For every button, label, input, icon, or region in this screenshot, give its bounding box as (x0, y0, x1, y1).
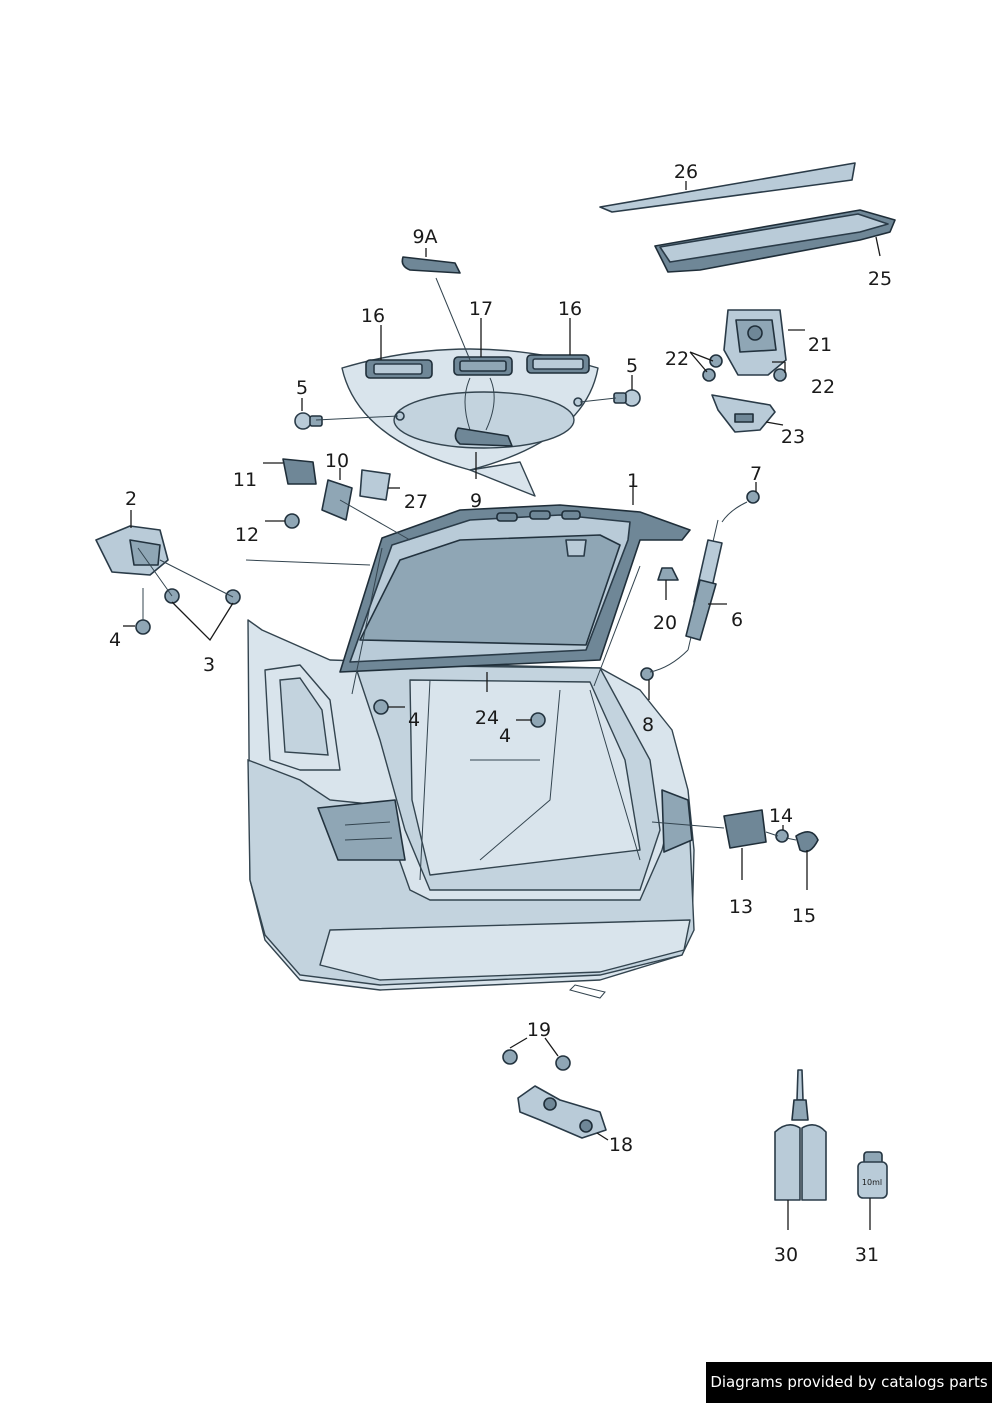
label-22-left: 22 (665, 348, 689, 370)
label-6: 6 (731, 609, 743, 631)
part-2-hinge (95, 525, 169, 576)
label-23: 23 (781, 426, 805, 448)
label-9: 9 (470, 490, 482, 512)
part-22-nuts (702, 354, 787, 382)
car-body (247, 619, 695, 999)
connector-lines (137, 277, 797, 841)
part-25-spoiler (654, 209, 896, 273)
part-15-cap (795, 831, 819, 853)
part-18-bracket (517, 1085, 607, 1139)
credit-banner: Diagrams provided by catalogs parts (706, 1362, 992, 1403)
part-8-ball-stud (640, 667, 654, 681)
part-23-striker (711, 394, 776, 433)
part-labels: 26 25 9A 16 17 16 5 5 21 22 22 23 9 10 1… (109, 161, 892, 1266)
label-13: 13 (729, 896, 753, 918)
label-4-left: 4 (408, 709, 420, 731)
leader-lines (123, 181, 881, 1230)
part-4-nuts (135, 619, 546, 728)
label-4-hinge: 4 (109, 629, 121, 651)
label-17: 17 (469, 298, 493, 320)
label-5-right: 5 (626, 355, 638, 377)
label-16-right: 16 (558, 298, 582, 320)
label-20: 20 (653, 612, 677, 634)
part-21-lock (723, 309, 787, 376)
part-3-bolts (164, 588, 241, 605)
label-27: 27 (404, 491, 428, 513)
label-18: 18 (609, 1134, 633, 1156)
part-5-clip-left (294, 412, 323, 430)
label-12: 12 (235, 524, 259, 546)
detail-inset (341, 348, 599, 497)
bottle-label: 10ml (862, 1178, 882, 1187)
label-5-left: 5 (296, 377, 308, 399)
part-20-buffer (657, 567, 679, 581)
label-15: 15 (792, 905, 816, 927)
label-14: 14 (769, 805, 793, 827)
label-31: 31 (855, 1244, 879, 1266)
tailgate (339, 504, 691, 695)
part-19-screws (502, 1049, 571, 1071)
part-14-screw (775, 829, 789, 843)
label-25: 25 (868, 268, 892, 290)
label-22-right: 22 (811, 376, 835, 398)
part-9-handle (454, 427, 513, 447)
label-1: 1 (627, 470, 639, 492)
label-11: 11 (233, 469, 257, 491)
label-16-left: 16 (361, 305, 385, 327)
label-21: 21 (808, 334, 832, 356)
label-9a: 9A (412, 226, 437, 248)
part-13-switch (723, 809, 767, 849)
part-9a-handle (401, 256, 461, 274)
part-30-adhesive-cartridge (774, 1069, 827, 1201)
label-7: 7 (750, 463, 762, 485)
label-30: 30 (774, 1244, 798, 1266)
label-4-right: 4 (499, 725, 511, 747)
part-6-gas-strut (685, 519, 723, 651)
label-3: 3 (203, 654, 215, 676)
label-19: 19 (527, 1019, 551, 1041)
label-10: 10 (325, 450, 349, 472)
part-31-bottle: 10ml (857, 1151, 888, 1199)
part-10-11-27-covers (282, 458, 391, 521)
part-7-ball-stud (746, 490, 760, 504)
label-26: 26 (674, 161, 698, 183)
label-24: 24 (475, 707, 499, 729)
label-8: 8 (642, 714, 654, 736)
part-5-clip-right (613, 389, 641, 407)
part-12-screw (284, 513, 300, 529)
part-26-trim-strip (599, 162, 856, 213)
label-2: 2 (125, 488, 137, 510)
